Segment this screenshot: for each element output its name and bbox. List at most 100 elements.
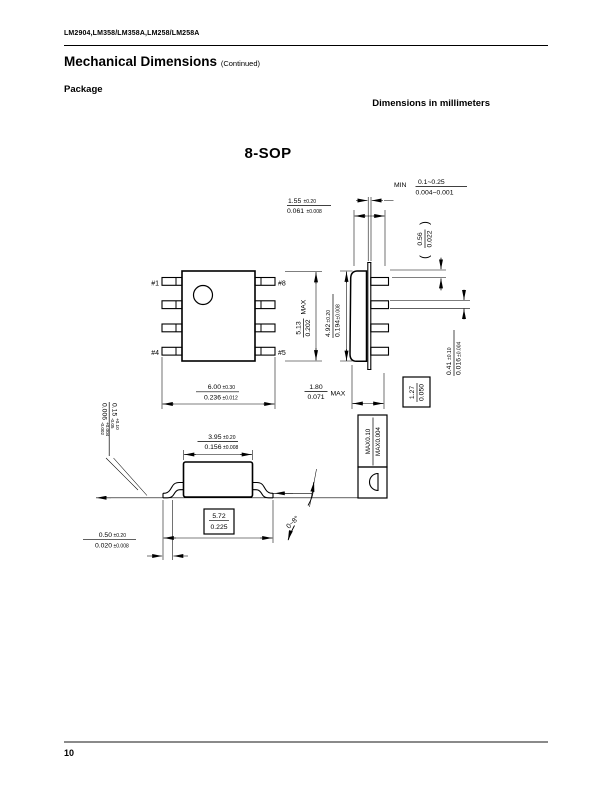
dim-shoulder-paren-close: ) bbox=[420, 221, 432, 225]
section-title-text: Mechanical Dimensions bbox=[64, 54, 218, 69]
front-view: #1 #8 #4 #5 bbox=[151, 270, 286, 362]
dim-body-length-mm-tol: ±0.20 bbox=[326, 310, 332, 323]
pin-label-1: #1 bbox=[151, 281, 159, 288]
dim-shoulder-paren-open: ( bbox=[420, 255, 432, 259]
pin-label-4: #4 bbox=[151, 350, 159, 357]
dim-height-max-note: MAX bbox=[331, 391, 346, 398]
pin-label-8: #8 bbox=[278, 281, 286, 288]
package-body-outline bbox=[181, 270, 256, 362]
lead-steps bbox=[175, 277, 262, 356]
dim-foot-span-inch: 0.225 bbox=[210, 524, 227, 531]
dim-standoff-mm-minus: -0.05 bbox=[110, 418, 115, 429]
header-part-numbers: LM2904,LM358/LM358A,LM258/LM258A bbox=[64, 30, 200, 37]
dim-standoff-inch-plus: +0.004 bbox=[105, 422, 110, 437]
dim-body-thickness: 1.55 ±0.20 0.061 ±0.008 bbox=[287, 198, 331, 215]
dim-lead-tip-mm: 0.1~0.25 bbox=[418, 179, 445, 186]
section-continued: (Continued) bbox=[220, 59, 261, 68]
datum-symbol-box bbox=[357, 466, 388, 499]
dim-lead-width: 0.41 ±0.10 0.016 ±0.004 bbox=[446, 330, 463, 376]
foot-span-box bbox=[203, 508, 235, 535]
package-heading: Package bbox=[64, 84, 103, 95]
pin-label-5: #5 bbox=[278, 350, 286, 357]
end-view bbox=[162, 461, 274, 499]
dim-standoff-mm: 0.15 bbox=[110, 403, 117, 416]
lead-frame-strip bbox=[367, 261, 372, 371]
dim-coplanarity-mm: MAX0.10 bbox=[365, 428, 372, 454]
gullwing-lead-right bbox=[252, 481, 274, 499]
header-rule bbox=[64, 45, 548, 47]
dim-lead-width-mm: 0.41 bbox=[446, 362, 453, 375]
front-view-construction-lines bbox=[161, 271, 322, 409]
dim-lead-span-mm-tol: ±0.30 bbox=[223, 385, 236, 391]
seating-plane-symbol bbox=[369, 472, 379, 492]
dim-lead-width-mm-tol: ±0.10 bbox=[447, 347, 453, 360]
dim-lead-pitch-mm: 1.27 bbox=[409, 386, 416, 399]
dimension-arrows bbox=[96, 198, 466, 558]
dim-body-length: 4.92 ±0.20 0.194 ±0.008 bbox=[325, 294, 342, 338]
coplanarity-box bbox=[357, 414, 388, 468]
gullwing-lead-left bbox=[162, 481, 184, 499]
end-body-outline bbox=[182, 461, 254, 498]
dim-lead-width-inch: 0.016 bbox=[456, 358, 463, 375]
dim-overall-width-note: MAX bbox=[301, 299, 308, 314]
dim-body-width: 3.95 ±0.20 0.156 ±0.008 bbox=[197, 434, 238, 451]
dim-body-length-inch-tol: ±0.008 bbox=[336, 304, 342, 319]
dim-foot-length-inch: 0.020 bbox=[95, 543, 112, 550]
section-title: Mechanical Dimensions (Continued) bbox=[64, 54, 260, 69]
datum-feature: MAX0.10 MAX0.004 bbox=[357, 414, 388, 499]
dim-foot-length-inch-tol: ±0.008 bbox=[114, 544, 129, 550]
lead-pitch-box bbox=[402, 376, 431, 408]
side-view bbox=[349, 261, 390, 371]
dim-lead-span-mm: 6.00 bbox=[208, 384, 221, 391]
lead-angle-arc bbox=[287, 482, 315, 541]
footer-rule bbox=[64, 741, 548, 743]
dim-body-width-inch-tol: ±0.008 bbox=[223, 445, 238, 451]
dim-lead-tip-prefix: MIN bbox=[394, 182, 407, 189]
dim-body-width-mm-tol: ±0.20 bbox=[223, 435, 236, 441]
dim-foot-span: 5.72 0.225 bbox=[203, 508, 235, 535]
dim-lead-tip-inch: 0.004~0.001 bbox=[416, 190, 454, 197]
front-leads bbox=[161, 276, 276, 356]
dim-overall-width-mm: 5.13 bbox=[296, 321, 303, 334]
dim-standoff-mm-plus: +0.10 bbox=[115, 418, 120, 430]
dim-height-max: 1.80 0.071 MAX bbox=[304, 384, 346, 401]
units-note: Dimensions in millimeters bbox=[372, 98, 490, 109]
page-number: 10 bbox=[64, 748, 75, 758]
dim-standoff-inch-minus: -0.002 bbox=[100, 422, 105, 435]
dim-height-max-mm: 1.80 bbox=[309, 384, 322, 391]
pin1-indicator-dot bbox=[192, 284, 214, 306]
dim-body-width-mm: 3.95 bbox=[208, 434, 221, 441]
dim-coplanarity: MAX0.10 MAX0.004 bbox=[365, 417, 382, 466]
dim-lead-pitch-inch: 0.050 bbox=[419, 384, 426, 401]
dim-body-thickness-inch: 0.061 bbox=[287, 208, 304, 215]
figure-title: 8-SOP bbox=[244, 145, 292, 162]
dim-coplanarity-inch: MAX0.004 bbox=[375, 427, 382, 456]
dim-body-length-mm: 4.92 bbox=[325, 324, 332, 337]
side-body-outline bbox=[349, 270, 368, 363]
dim-shoulder-mm: 0.56 bbox=[417, 232, 424, 245]
dim-overall-width-inch: 0.202 bbox=[305, 319, 312, 336]
end-view-construction-lines bbox=[96, 450, 358, 560]
dim-body-length-inch: 0.194 bbox=[335, 320, 342, 337]
dim-body-thickness-mm-tol: ±0.20 bbox=[304, 199, 317, 205]
side-leads bbox=[370, 276, 390, 356]
dim-overall-width: 5.13 0.202 MAX bbox=[296, 299, 312, 338]
dim-lead-span-inch-tol: ±0.012 bbox=[223, 396, 238, 402]
dim-lead-span: 6.00 ±0.30 0.236 ±0.012 bbox=[196, 384, 239, 402]
dim-body-thickness-mm: 1.55 bbox=[288, 198, 301, 205]
dim-lead-tip: MIN 0.1~0.25 0.004~0.001 bbox=[394, 179, 467, 197]
dim-foot-span-mm: 5.72 bbox=[212, 513, 225, 520]
dim-shoulder: ( 0.56 0.022 ) bbox=[417, 221, 434, 259]
dim-lead-width-inch-tol: ±0.004 bbox=[457, 342, 463, 357]
dim-shoulder-inch: 0.022 bbox=[427, 230, 434, 247]
dim-standoff: 0.15 +0.10 -0.05 0.006 +0.004 -0.002 bbox=[100, 402, 120, 456]
dim-body-width-inch: 0.156 bbox=[204, 444, 221, 451]
dim-height-max-inch: 0.071 bbox=[307, 394, 324, 401]
dim-foot-length-mm-tol: ±0.20 bbox=[114, 533, 127, 539]
dim-foot-length-mm: 0.50 bbox=[99, 532, 112, 539]
dim-standoff-inch: 0.006 bbox=[101, 403, 108, 420]
dim-body-thickness-inch-tol: ±0.008 bbox=[307, 209, 322, 215]
dim-lead-span-inch: 0.236 bbox=[204, 395, 221, 402]
